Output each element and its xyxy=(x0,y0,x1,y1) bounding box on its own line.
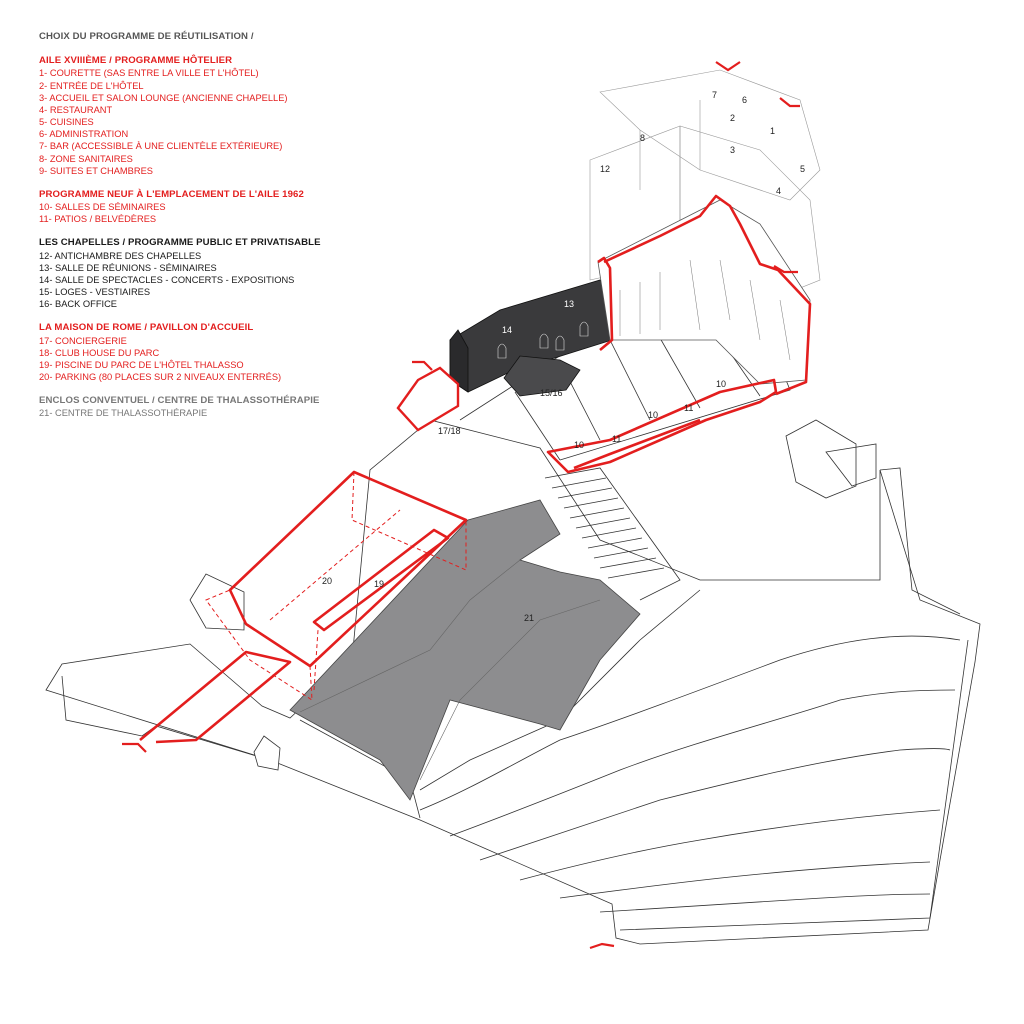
legend-section-enclos: ENCLOS CONVENTUEL / CENTRE DE THALASSOTH… xyxy=(39,395,359,419)
legend-item: 6- ADMINISTRATION xyxy=(39,129,129,140)
outbuilding xyxy=(825,443,877,487)
view-marker-icon xyxy=(715,61,741,72)
view-marker-icon xyxy=(773,265,798,274)
small-pavilion xyxy=(253,735,281,771)
view-marker-icon xyxy=(412,360,433,371)
zone-label-15-16: 15/16 xyxy=(540,388,563,398)
terrace-divider xyxy=(659,337,701,409)
legend-section-title: PROGRAMME NEUF À L'EMPLACEMENT DE L'AILE… xyxy=(39,188,304,200)
legend-item: 1- COURETTE (SAS ENTRE LA VILLE ET L'HÔT… xyxy=(39,68,259,79)
zone-label-13: 13 xyxy=(564,299,574,309)
legend-item: 5- CUISINES xyxy=(39,117,94,128)
legend-item: 14- SALLE DE SPECTACLES - CONCERTS - EXP… xyxy=(39,274,295,285)
legend-item: 20- PARKING (80 PLACES SUR 2 NIVEAUX ENT… xyxy=(39,371,282,382)
legend-item: 10- SALLES DE SÉMINAIRES xyxy=(39,202,166,213)
terrain-contour xyxy=(419,635,961,811)
terrain-contour xyxy=(479,748,951,861)
zone-label-10a: 10 xyxy=(716,379,726,389)
legend-item: 17- CONCIERGERIE xyxy=(39,335,127,346)
zone-label-10c: 10 xyxy=(574,440,584,450)
site-inner-wall xyxy=(61,675,271,761)
chapels xyxy=(449,279,613,397)
red-dashed xyxy=(205,471,467,701)
hotel-outline xyxy=(597,256,614,351)
outbuilding xyxy=(785,419,857,499)
piscine-outline xyxy=(312,528,450,632)
legend-item: 19- PISCINE DU PARC DE L'HÔTEL THALASSO xyxy=(39,359,244,370)
legend-section-title: ENCLOS CONVENTUEL / CENTRE DE THALASSOTH… xyxy=(39,395,320,407)
legend-item: 9- SUITES ET CHAMBRES xyxy=(39,165,153,176)
legend-item: 11- PATIOS / BELVÉDÈRES xyxy=(39,214,157,225)
legend-item: 18- CLUB HOUSE DU PARC xyxy=(39,347,160,358)
zone-label-12: 12 xyxy=(600,164,610,174)
legend-section-aile-xviii: AILE XVIIIÈME / PROGRAMME HÔTELIER 1- CO… xyxy=(39,55,359,177)
access-outline xyxy=(139,650,292,744)
zone-label-11b: 11 xyxy=(612,434,621,444)
legend-item: 8- ZONE SANITAIRES xyxy=(39,153,133,164)
legend-section-title: LA MAISON DE ROME / PAVILLON D'ACCUEIL xyxy=(39,322,254,334)
legend-header: CHOIX DU PROGRAMME DE RÉUTILISATION / xyxy=(39,31,254,42)
legend-section-chapelles: LES CHAPELLES / PROGRAMME PUBLIC ET PRIV… xyxy=(39,237,359,310)
view-marker-icon xyxy=(122,742,147,753)
hotel-wing xyxy=(597,199,811,385)
legend-section-maison-de-rome: LA MAISON DE ROME / PAVILLON D'ACCUEIL 1… xyxy=(39,322,359,383)
legend-item: 15- LOGES - VESTIAIRES xyxy=(39,287,151,297)
zone-label-11a: 11 xyxy=(684,403,693,413)
zone-label-4: 4 xyxy=(776,186,781,196)
terrain-contour xyxy=(599,893,931,913)
staircase xyxy=(544,467,681,601)
site-outer-wall xyxy=(45,419,981,945)
zone-label-17-18: 17/18 xyxy=(438,426,461,436)
terrace-divider xyxy=(514,391,561,461)
thalasso-center xyxy=(289,499,641,801)
zone-label-5: 5 xyxy=(800,164,805,174)
site-wall-bottom xyxy=(619,639,969,931)
zone-label-6: 6 xyxy=(742,95,747,105)
terrain-contour xyxy=(559,861,931,899)
terrace-divider xyxy=(609,339,651,421)
zone-label-20: 20 xyxy=(322,576,332,586)
zone-label-8: 8 xyxy=(640,133,645,143)
legend-item: 16- BACK OFFICE xyxy=(39,299,118,310)
seminar-wing xyxy=(546,378,778,474)
maison-de-rome xyxy=(396,366,460,432)
legend-item: 7- BAR (ACCESSIBLE À UNE CLIENTÈLE EXTÉR… xyxy=(39,141,283,152)
legend: CHOIX DU PROGRAMME DE RÉUTILISATION / AI… xyxy=(39,31,359,420)
zone-label-1: 1 xyxy=(770,126,775,136)
zone-label-3: 3 xyxy=(730,145,735,155)
zone-label-21: 21 xyxy=(524,613,534,623)
legend-item: 12- ANTICHAMBRE DES CHAPELLES xyxy=(39,250,202,261)
legend-item: 4- RESTAURANT xyxy=(39,104,113,115)
site-wall-right xyxy=(879,467,961,615)
hotel-roof-outline xyxy=(603,194,812,396)
zone-label-10b: 10 xyxy=(648,410,658,420)
legend-item: 13- SALLE DE RÉUNIONS - SÉMINAIRES xyxy=(39,262,217,273)
legend-item: 21- CENTRE DE THALASSOTHÉRAPIE xyxy=(39,408,208,419)
zone-label-14: 14 xyxy=(502,325,512,335)
zone-label-19: 19 xyxy=(374,579,384,589)
terrain-contour xyxy=(449,689,956,837)
view-marker-icon xyxy=(779,97,800,108)
legend-item: 3- ACCUEIL ET SALON LOUNGE (ANCIENNE CHA… xyxy=(39,92,288,103)
zone-label-7: 7 xyxy=(712,90,717,100)
zone-label-2: 2 xyxy=(730,113,735,123)
legend-section-title: LES CHAPELLES / PROGRAMME PUBLIC ET PRIV… xyxy=(39,237,321,249)
view-markers xyxy=(122,61,800,950)
seminar-link xyxy=(573,418,701,470)
legend-section-programme-neuf: PROGRAMME NEUF À L'EMPLACEMENT DE L'AILE… xyxy=(39,189,359,226)
view-marker-icon xyxy=(589,942,615,950)
legend-section-title: AILE XVIIIÈME / PROGRAMME HÔTELIER xyxy=(39,55,233,67)
terrain-contour xyxy=(519,809,941,881)
legend-item: 2- ENTRÉE DE L'HÔTEL xyxy=(39,80,144,91)
